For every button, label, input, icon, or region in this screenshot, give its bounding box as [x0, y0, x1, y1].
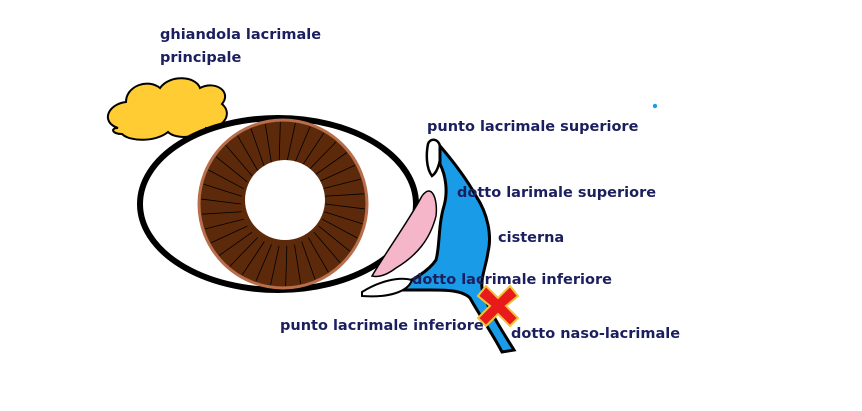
iris-fiber: [294, 126, 311, 164]
label-upper-duct: dotto larimale superiore: [457, 185, 657, 201]
iris-fiber: [278, 122, 281, 163]
iris-fiber: [301, 241, 316, 280]
iris-fiber: [294, 244, 302, 285]
label-upper-punctum: punto lacrimale superiore: [427, 119, 639, 135]
iris-fiber: [301, 132, 325, 167]
iris-fiber: [225, 144, 253, 176]
label-nasolacrimal-duct: dotto naso-lacrimale: [511, 326, 681, 342]
iris-fiber: [324, 203, 365, 210]
iris-fiber: [204, 218, 244, 230]
iris-fiber: [208, 169, 245, 190]
label-lower-duct: dotto lacrimale inferiore: [412, 272, 612, 288]
conjunctiva: [370, 190, 438, 278]
iris: [197, 118, 369, 290]
iris-fiber: [270, 245, 280, 286]
iris-fiber: [229, 237, 258, 267]
iris-fiber: [201, 211, 242, 215]
label-main-gland-line2: principale: [160, 50, 242, 66]
iris-fiber: [218, 231, 253, 256]
iris-fiber: [286, 122, 296, 163]
label-cistern: cisterna: [498, 230, 565, 246]
iris-fiber: [264, 123, 272, 164]
iris-fiber: [313, 232, 341, 264]
iris-fiber: [322, 178, 362, 190]
iris-fiber: [324, 211, 363, 225]
iris-fiber: [255, 244, 272, 282]
iris-fiber: [308, 141, 337, 171]
iris-fiber: [318, 225, 351, 252]
iris-fiber: [210, 225, 248, 244]
iris-fiber: [201, 198, 242, 205]
label-lower-punctum: punto lacrimale inferiore: [280, 318, 484, 334]
main-lacrimal-gland: [106, 77, 228, 141]
iris-fiber: [215, 156, 248, 183]
iris-fiber: [307, 237, 329, 273]
iris-fiber: [318, 164, 356, 183]
red-x-icon: [476, 284, 520, 328]
iris-fiber: [237, 135, 259, 171]
iris-fiber: [324, 193, 365, 197]
lower-punctum-shape: [361, 277, 414, 298]
stray-dot: [652, 103, 658, 109]
pupil: [245, 160, 325, 240]
upper-punctum-shape: [425, 138, 442, 178]
iris-fiber: [241, 241, 265, 276]
iris-fiber: [250, 128, 265, 167]
iris-fiber: [321, 218, 358, 239]
iris-fiber: [203, 183, 242, 197]
iris-fiber: [285, 245, 288, 286]
label-main-gland-line1: ghiandola lacrimale: [160, 27, 322, 43]
iris-fiber: [313, 152, 348, 177]
